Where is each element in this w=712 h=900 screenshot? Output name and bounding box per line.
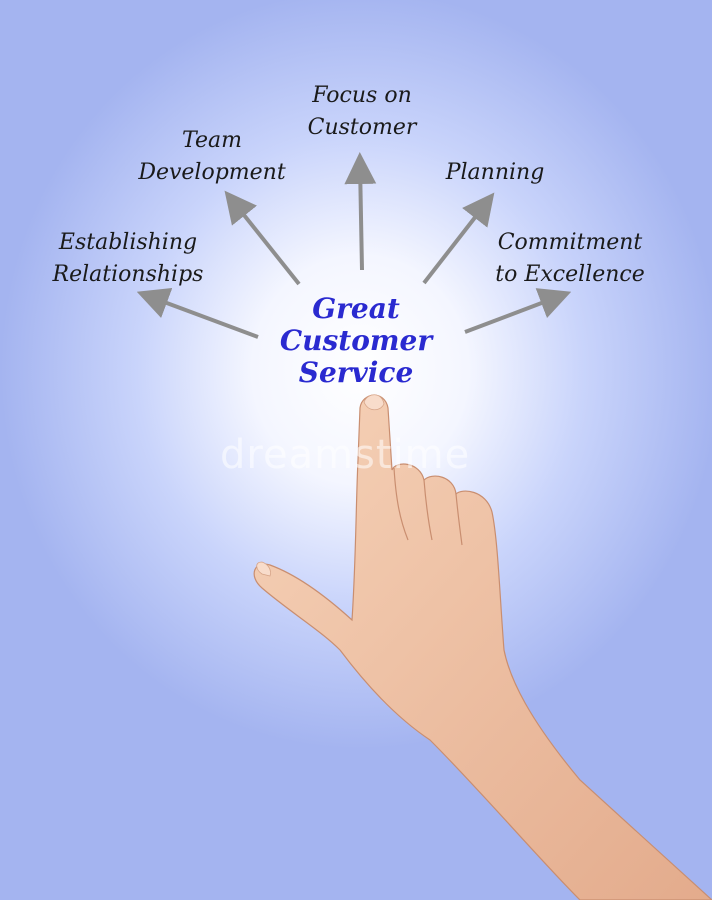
branch-label-line1: Commitment — [497, 230, 643, 255]
central-concept: Great Customer Service — [256, 293, 456, 389]
branch-label-line1: Planning — [445, 160, 545, 185]
branch-label-line2: Relationships — [52, 262, 204, 287]
branch-planning: Planning — [430, 157, 560, 189]
branch-label-line1: Team — [182, 128, 242, 153]
branch-label-line1: Focus on — [312, 83, 412, 108]
center-line1: Great — [312, 292, 400, 325]
pointing-hand — [253, 394, 712, 900]
center-line3: Service — [298, 356, 414, 389]
branch-label-line2: Customer — [307, 115, 417, 140]
arrow-establishing — [136, 287, 259, 339]
branch-establishing-relationships: Establishing Relationships — [40, 227, 216, 291]
arrow-focus — [344, 152, 377, 271]
branch-commitment-to-excellence: Commitment to Excellence — [484, 227, 656, 291]
arrow-planning — [422, 192, 495, 285]
center-line2: Customer — [279, 324, 433, 357]
watermark: dreamstime — [220, 432, 471, 478]
branch-focus-on-customer: Focus on Customer — [292, 80, 432, 144]
branch-team-development: Team Development — [126, 125, 298, 189]
branch-label-line1: Establishing — [58, 230, 198, 255]
arrow-team — [224, 190, 301, 286]
branch-label-line2: to Excellence — [495, 262, 645, 287]
arrow-commitment — [464, 288, 572, 334]
branch-label-line2: Development — [138, 160, 286, 185]
